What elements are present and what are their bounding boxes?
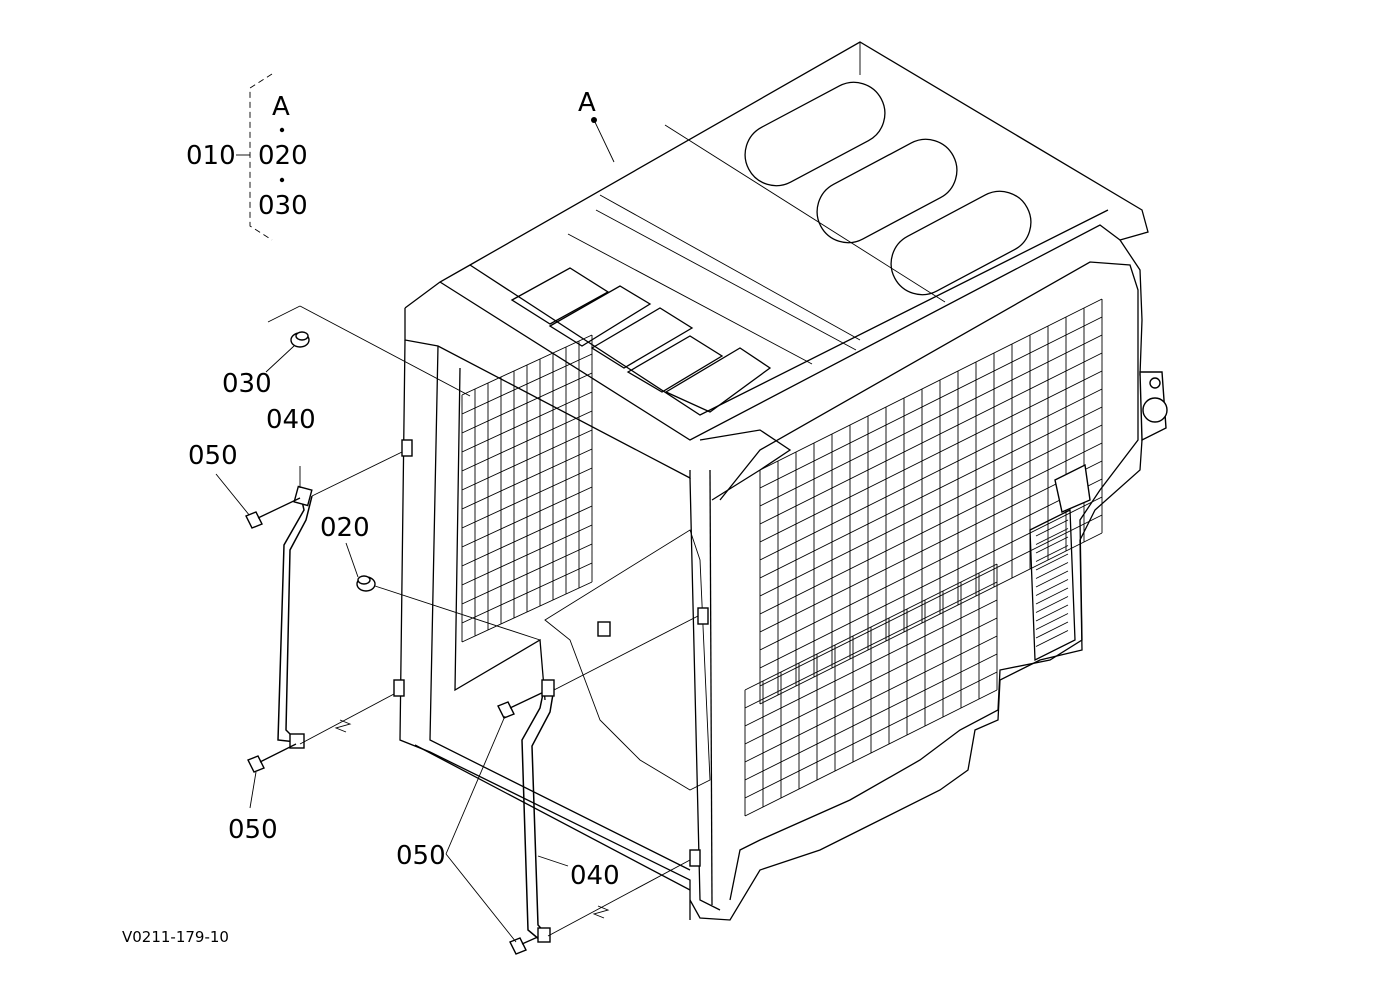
part-050-upper-label: 050 [188, 441, 238, 471]
callout-a: A [578, 88, 615, 163]
grab-handle [1054, 463, 1091, 513]
part-030-cap: 030 [222, 305, 471, 399]
roof-vent-slots [510, 267, 772, 413]
mount-tab [697, 607, 709, 625]
callout-a-label: A [578, 88, 596, 118]
side-mesh-grid [744, 298, 1103, 817]
hinge-bracket [1139, 371, 1168, 442]
part-050-lower-left-label: 050 [228, 815, 278, 845]
rear-mesh-grid [461, 334, 593, 643]
mount-tab [597, 621, 611, 637]
group-child-020-label: 020 [258, 141, 308, 171]
drawing-code: V0211-179-10 [122, 928, 229, 946]
cab-frame [393, 41, 1168, 921]
part-050-lower-mid-label: 050 [396, 841, 446, 871]
group-child-a-label: A [272, 92, 290, 122]
part-020-cap: 020 [320, 513, 541, 641]
group-child-030-label: 030 [258, 191, 308, 221]
part-040-brace-lower: 040 [521, 615, 699, 943]
part-040-upper-label: 040 [266, 405, 316, 435]
mount-tab [393, 679, 405, 697]
assembly-bracket-group: 010 A 020 030 [186, 73, 308, 241]
side-louver-vents [1029, 508, 1076, 662]
part-050-bolt-lower-mid: 050 [396, 689, 549, 955]
part-040-lower-label: 040 [570, 861, 620, 891]
group-parent-label: 010 [186, 141, 236, 171]
part-020-label: 020 [320, 513, 370, 543]
mount-tab [689, 849, 701, 867]
part-030-label: 030 [222, 369, 272, 399]
part-050-bolt-upper: 050 [188, 441, 301, 529]
part-040-brace-left: 040 [266, 405, 403, 749]
part-050-bolt-lower-left: 050 [228, 743, 297, 845]
mount-tab [401, 439, 413, 457]
